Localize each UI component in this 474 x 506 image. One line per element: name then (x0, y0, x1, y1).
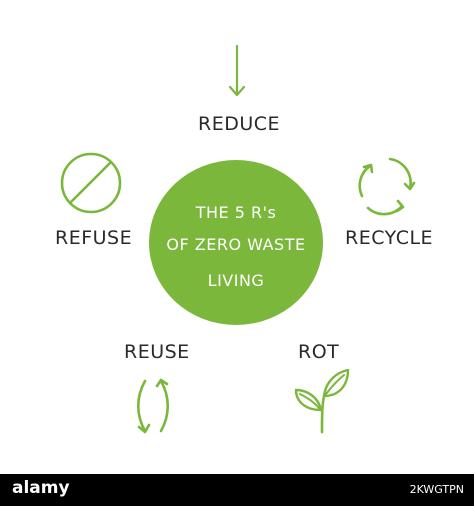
reuse-arrows-icon (136, 378, 170, 434)
center-title-line1: THE 5 R's (195, 203, 277, 222)
image-id-text: 2KWGTPN (409, 483, 464, 496)
center-title-line3: LIVING (207, 271, 265, 290)
refuse-label: REFUSE (55, 227, 133, 249)
center-title-line2: OF ZERO WASTE (166, 235, 306, 254)
sprout-icon (294, 368, 350, 434)
center-circle: THE 5 R's OF ZERO WASTE LIVING (149, 160, 323, 325)
recycle-label: RECYCLE (345, 227, 434, 249)
footer-bar: alamy 2KWGTPN (0, 474, 474, 506)
reduce-label: REDUCE (198, 113, 281, 135)
alamy-logo: alamy (12, 478, 70, 498)
diagram-canvas: REDUCE REFUSE RECYCLE THE 5 R's OF ZERO … (55, 44, 434, 434)
recycle-arrows-icon (358, 157, 416, 216)
rot-label: ROT (298, 341, 340, 363)
reuse-label: REUSE (124, 341, 190, 363)
prohibited-icon (60, 152, 122, 214)
down-arrow-icon (228, 44, 246, 97)
